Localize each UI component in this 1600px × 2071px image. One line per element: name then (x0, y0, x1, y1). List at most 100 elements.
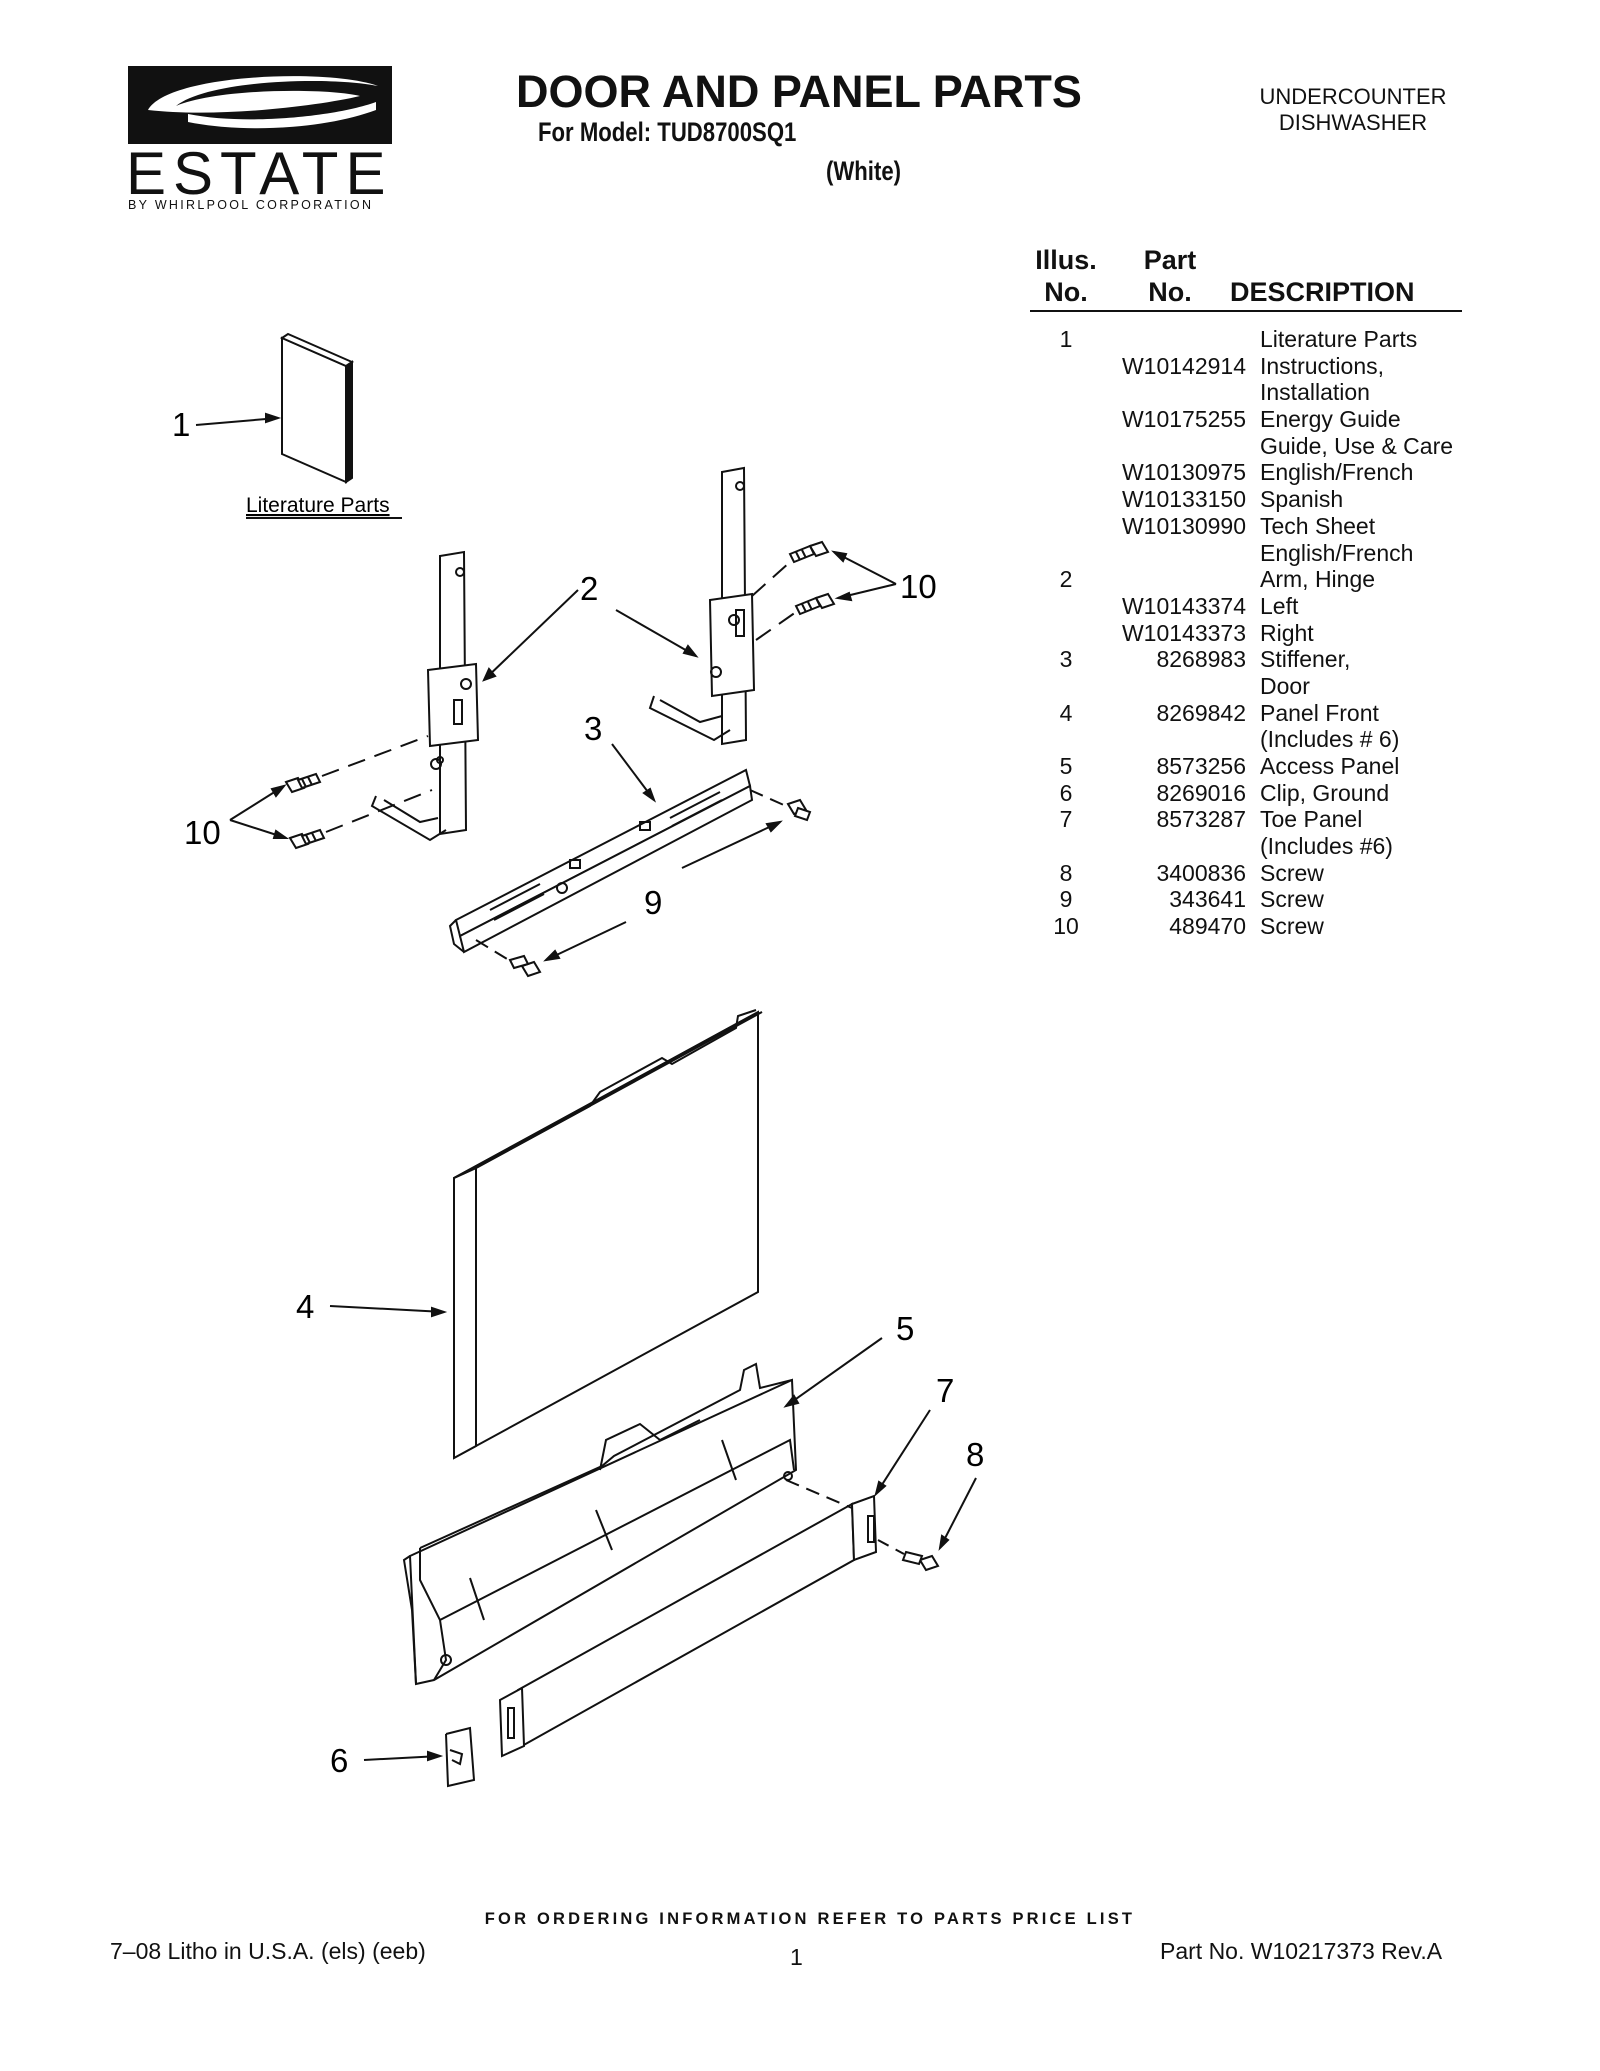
row-illus-no: 3 (1059, 646, 1073, 673)
product-type-line1: UNDERCOUNTER (1259, 84, 1447, 109)
exploded-parts-diagram: 1 Literature Parts 2 10 3 10 9 4 5 7 8 6 (172, 332, 984, 1788)
ground-clip-icon (445, 1726, 476, 1788)
parts-row: (Includes # 6) (1030, 726, 1470, 753)
row-part-no: W10130990 (1121, 512, 1246, 539)
row-description: Left (1260, 592, 1299, 619)
callout-10-right: 10 (900, 568, 937, 605)
row-part-no: 3400836 (1156, 859, 1246, 886)
row-description: Clip, Ground (1260, 779, 1390, 806)
callout-3: 3 (584, 710, 602, 747)
parts-row: 9 343641 Screw (1030, 886, 1470, 913)
callout-7: 7 (936, 1372, 954, 1409)
row-part-no: W10130975 (1121, 459, 1246, 486)
parts-row: Door (1030, 673, 1470, 700)
row-illus-no: 7 (1059, 806, 1073, 833)
callout-10-left: 10 (184, 814, 221, 851)
parts-row: W10143374 Left (1030, 593, 1470, 620)
row-illus-no: 6 (1059, 779, 1073, 806)
toe-panel-icon (498, 1494, 878, 1758)
document-part-number: Part No. W10217373 Rev.A (1160, 1938, 1443, 1964)
col-illus-no: Illus. No. (1030, 244, 1102, 308)
screw-9-left-icon (508, 954, 542, 978)
row-description: Installation (1260, 379, 1370, 406)
door-stiffener-icon (448, 768, 754, 954)
row-illus-no: 1 (1059, 326, 1073, 352)
row-part-no: 8269842 (1156, 699, 1246, 726)
model-color: (White) (826, 156, 902, 186)
row-description: Guide, Use & Care (1260, 432, 1454, 459)
col-part-line1: Part (1143, 245, 1197, 275)
row-description: Stiffener, (1260, 646, 1351, 673)
callout-1: 1 (172, 406, 190, 443)
callout-4: 4 (296, 1288, 314, 1325)
parts-row: 3 8268983 Stiffener, (1030, 646, 1470, 673)
parts-row: 8 3400836 Screw (1030, 860, 1470, 887)
row-description: Literature Parts (1260, 326, 1418, 352)
row-illus-no: 5 (1059, 753, 1073, 779)
row-part-no: W10143374 (1121, 592, 1246, 619)
row-description: Door (1260, 672, 1310, 699)
callout-5: 5 (896, 1310, 914, 1347)
col-illus-line2: No. (1044, 277, 1088, 307)
callout-8: 8 (966, 1436, 984, 1473)
front-panel-icon (453, 1009, 763, 1460)
parts-row: 10 489470 Screw (1030, 913, 1470, 940)
row-description: Toe Panel (1260, 806, 1363, 833)
row-description: Screw (1260, 886, 1324, 913)
brand-wordmark: ESTATE (126, 140, 393, 207)
brand-subtitle: BY WHIRLPOOL CORPORATION (128, 198, 374, 212)
litho-info: 7–08 Litho in U.S.A. (els) (eeb) (110, 1938, 426, 1964)
parts-row: 4 8269842 Panel Front (1030, 700, 1470, 727)
parts-row: Guide, Use & Care (1030, 433, 1470, 460)
row-description: Screw (1260, 859, 1324, 886)
product-type: UNDERCOUNTER DISHWASHER (1238, 84, 1468, 136)
row-part-no: 8268983 (1156, 646, 1246, 673)
row-description: Instructions, (1260, 352, 1384, 379)
callout-6: 6 (330, 1742, 348, 1779)
parts-table-header: Illus. No. Part No. DESCRIPTION (1030, 244, 1462, 312)
literature-booklet-icon (279, 332, 355, 484)
row-part-no: 8573256 (1156, 753, 1246, 779)
row-part-no: W10175255 (1121, 406, 1246, 433)
literature-parts-label: Literature Parts (246, 494, 390, 517)
col-part-line2: No. (1148, 277, 1192, 307)
ordering-note: FOR ORDERING INFORMATION REFER TO PARTS … (484, 1910, 1136, 1928)
callout-2: 2 (580, 570, 598, 607)
row-illus-no: 9 (1059, 886, 1073, 913)
col-illus-line1: Illus. (1035, 245, 1097, 275)
parts-row: English/French (1030, 540, 1470, 567)
row-part-no: 489470 (1169, 913, 1246, 940)
screw-8-icon (901, 1550, 940, 1572)
row-description: (Includes #6) (1260, 833, 1393, 860)
row-illus-no: 10 (1053, 913, 1079, 940)
model-line: For Model: TUD8700SQ1 (538, 117, 797, 147)
screw-9-right-icon (786, 798, 812, 822)
row-illus-no: 4 (1059, 699, 1073, 726)
parts-row: (Includes #6) (1030, 833, 1470, 860)
row-part-no: W10143373 (1121, 619, 1246, 646)
parts-row: W10130990 Tech Sheet (1030, 513, 1470, 540)
row-part-no: 343641 (1169, 886, 1246, 913)
parts-row: 1 Literature Parts (1030, 326, 1470, 353)
estate-logo-icon (128, 66, 392, 144)
product-type-line2: DISHWASHER (1278, 110, 1428, 135)
page-title: DOOR AND PANEL PARTS (516, 66, 1082, 117)
row-description: Screw (1260, 913, 1324, 940)
parts-row: Installation (1030, 379, 1470, 406)
row-part-no: W10133150 (1121, 486, 1246, 513)
row-illus-no: 2 (1059, 566, 1073, 593)
row-description: Panel Front (1260, 699, 1379, 726)
row-description: Tech Sheet (1260, 512, 1376, 539)
callout-9: 9 (644, 884, 662, 921)
access-panel-icon (402, 1362, 798, 1686)
row-illus-no: 8 (1059, 859, 1073, 886)
